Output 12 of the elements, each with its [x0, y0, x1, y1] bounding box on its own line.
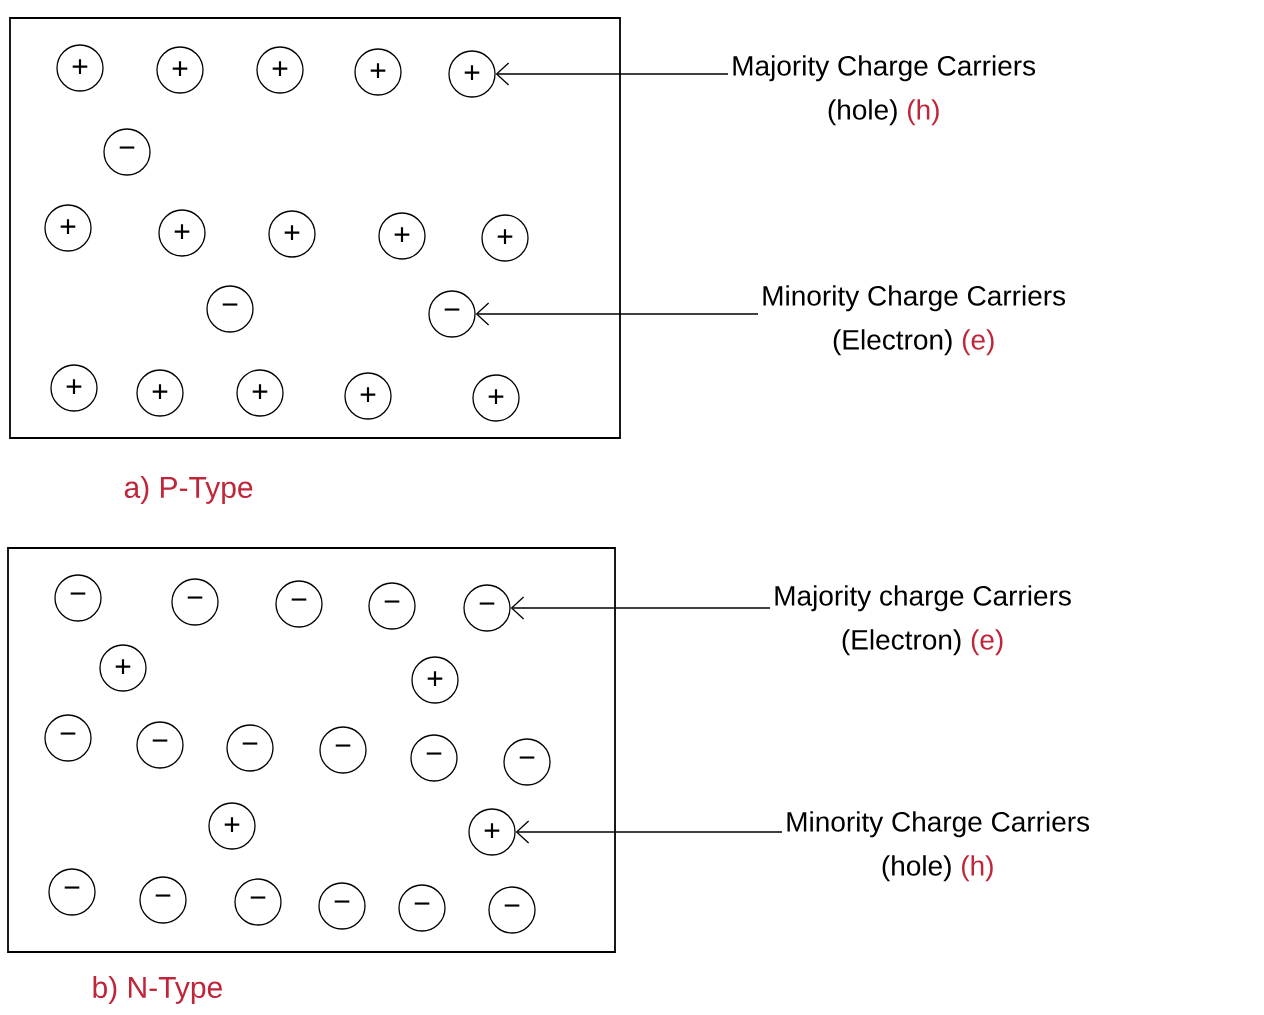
- carrier-label: Majority Charge Carriers (hole) (h): [733, 55, 1036, 126]
- arrow: [510, 596, 771, 620]
- arrow: [495, 62, 729, 86]
- semiconductor-box: [7, 547, 616, 953]
- figure-caption: b) N-Type: [93, 976, 222, 1004]
- carrier-label: Minority Charge Carriers (hole) (h): [787, 811, 1090, 882]
- arrow: [515, 820, 783, 844]
- figure-caption: a) P-Type: [124, 476, 253, 504]
- arrow: [475, 302, 759, 326]
- carrier-label: Majority charge Carriers (Electron) (e): [775, 585, 1071, 656]
- semiconductor-box: [9, 17, 621, 439]
- carrier-label: Minority Charge Carriers (Electron) (e): [763, 285, 1066, 356]
